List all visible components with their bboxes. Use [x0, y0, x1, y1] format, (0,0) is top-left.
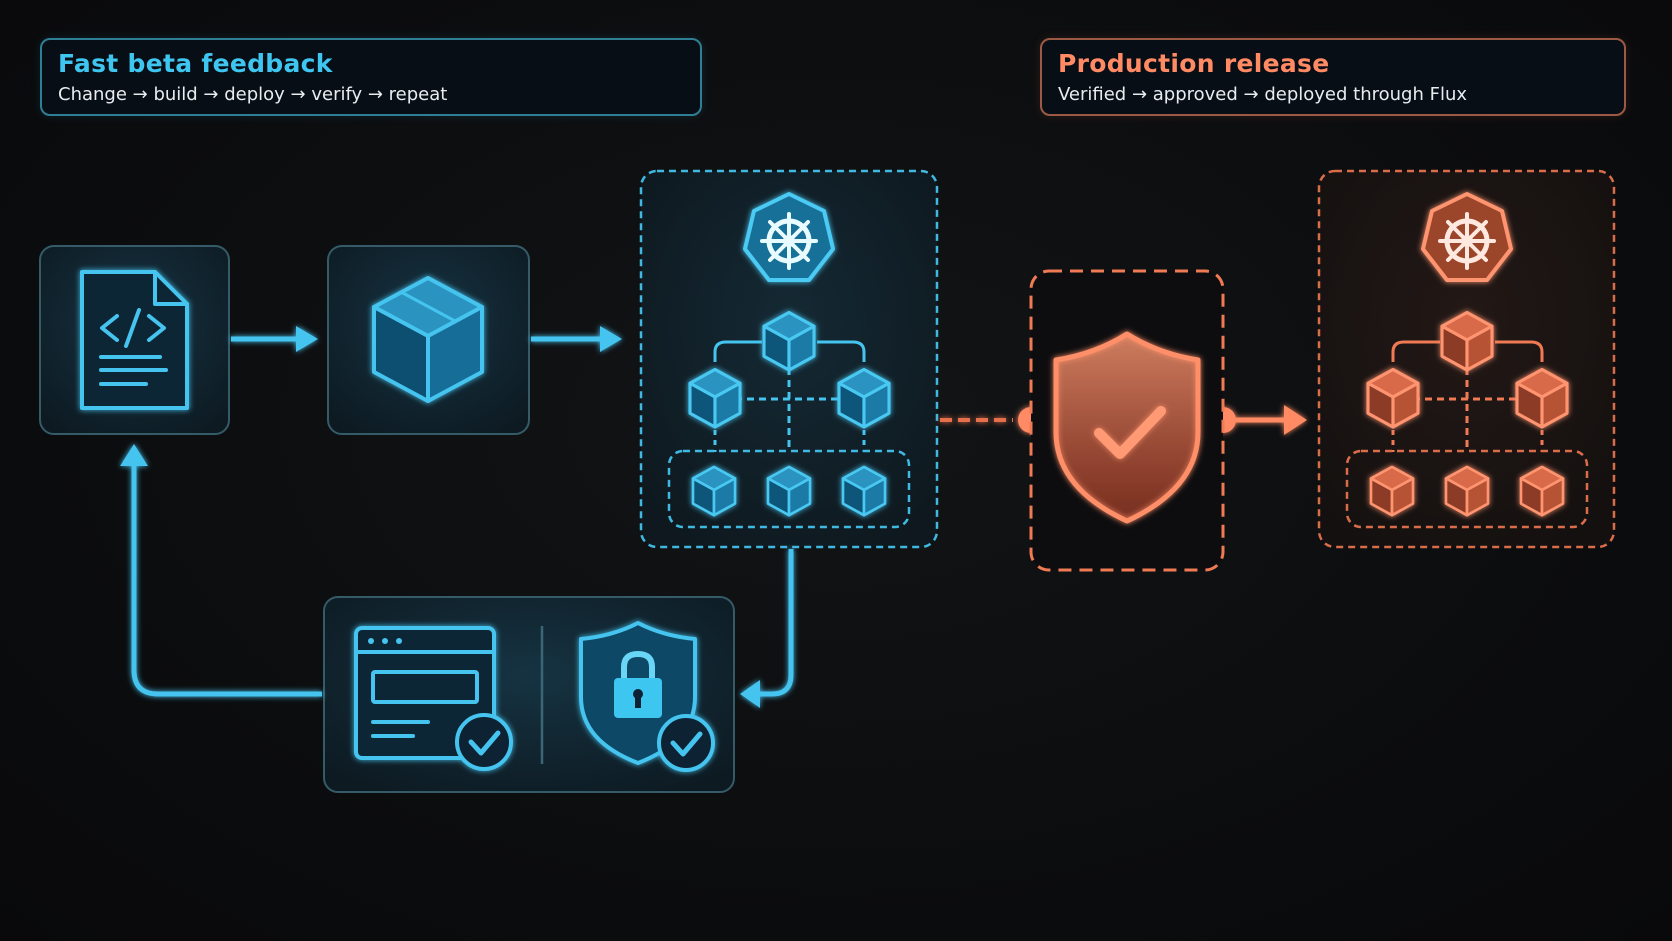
source-code-node: [39, 245, 230, 435]
arrow-beta-to-verify: [740, 549, 794, 708]
beta-header-title: Fast beta feedback: [58, 49, 333, 78]
beta-header-subtitle: Change → build → deploy → verify → repea…: [58, 84, 448, 105]
shield-check-icon: [1053, 331, 1201, 524]
build-artifact-node: [327, 245, 530, 435]
prod-header-subtitle: Verified → approved → deployed through F…: [1058, 84, 1468, 105]
prod-topology-lines: [1391, 340, 1544, 452]
arrow-feedback-loop: [120, 444, 322, 697]
prod-header-title: Production release: [1058, 49, 1330, 78]
production-cluster-node: [1317, 169, 1616, 549]
kubernetes-helm-icon: [1421, 192, 1513, 282]
node-pool-cubes: [691, 465, 887, 517]
cluster-topology-lines: [713, 340, 866, 452]
browser-check-icon: [354, 626, 513, 771]
approval-gate-node: [1029, 269, 1225, 572]
node-pool-group: [667, 449, 911, 529]
verification-node: [323, 596, 735, 793]
package-box-icon: [372, 276, 484, 403]
code-file-icon: [80, 270, 189, 410]
arrow-build-to-beta: [531, 326, 622, 352]
arrow-code-to-build: [231, 326, 318, 352]
security-lock-shield-icon: [579, 621, 715, 772]
prod-header-panel: Production release Verified → approved →…: [1040, 38, 1626, 116]
beta-cluster-node: [639, 169, 939, 549]
prod-node-pool-cubes: [1369, 465, 1565, 517]
beta-header-panel: Fast beta feedback Change → build → depl…: [40, 38, 702, 116]
prod-node-pool-group: [1345, 449, 1589, 529]
kubernetes-helm-icon: [743, 192, 835, 282]
